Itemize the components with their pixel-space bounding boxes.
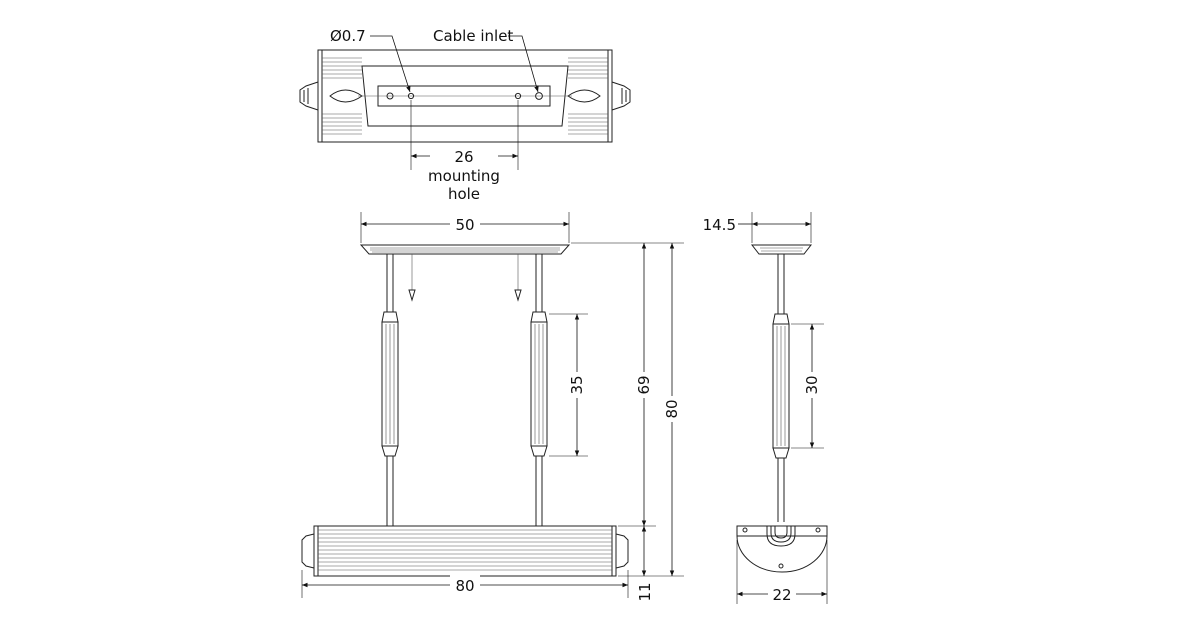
left-pull-chain [408, 289, 416, 302]
front-canopy [359, 244, 571, 255]
lamp-width-value: 80 [455, 577, 474, 595]
side-canopy [750, 244, 813, 255]
height-69-value: 69 [635, 375, 653, 394]
front-lamp-body [301, 525, 629, 577]
side-arm-dimension-value: 30 [803, 375, 821, 394]
height-80-value: 80 [663, 399, 681, 418]
mounting-text-line2: hole [448, 185, 480, 203]
left-leaf-ornament [329, 89, 363, 103]
mounting-dimension-value: 26 [454, 148, 473, 166]
cable-inlet-label: Cable inlet [433, 27, 513, 45]
hole-leader [370, 35, 411, 93]
mounting-hole-right [514, 92, 522, 100]
lamp-height-value: 11 [636, 582, 654, 601]
left-end-cap [299, 81, 319, 111]
front-right-end-cap [615, 533, 629, 569]
side-arm [772, 254, 790, 522]
right-end-cap [611, 81, 631, 111]
cable-inlet-hole [535, 92, 543, 100]
front-arm-dimension-value: 35 [568, 375, 586, 394]
mounting-hole-left [407, 92, 415, 100]
top-view-right-glass [568, 57, 608, 135]
bar-screw-left [386, 92, 394, 100]
side-lamp-profile [736, 525, 828, 573]
cable-leader [508, 35, 539, 93]
hole-diameter-label: Ø0.7 [330, 27, 366, 45]
side-canopy-value: 14.5 [703, 216, 736, 234]
top-view-left-glass [322, 57, 362, 135]
mounting-text-line1: mounting [428, 167, 500, 185]
top-view: Ø0.7 Cable inlet 26 mounting hole [299, 27, 631, 203]
right-pull-chain [514, 289, 522, 302]
front-left-arm [381, 254, 399, 526]
right-leaf-ornament [567, 89, 601, 103]
front-view: 50 35 69 80 11 80 [301, 212, 684, 602]
side-lamp-dimension-value: 22 [772, 586, 791, 604]
canopy-width-value: 50 [455, 216, 474, 234]
front-left-end-cap [301, 533, 315, 569]
side-view: 14.5 30 22 [703, 212, 828, 604]
top-view-frame [317, 49, 613, 143]
front-right-arm [530, 254, 548, 526]
